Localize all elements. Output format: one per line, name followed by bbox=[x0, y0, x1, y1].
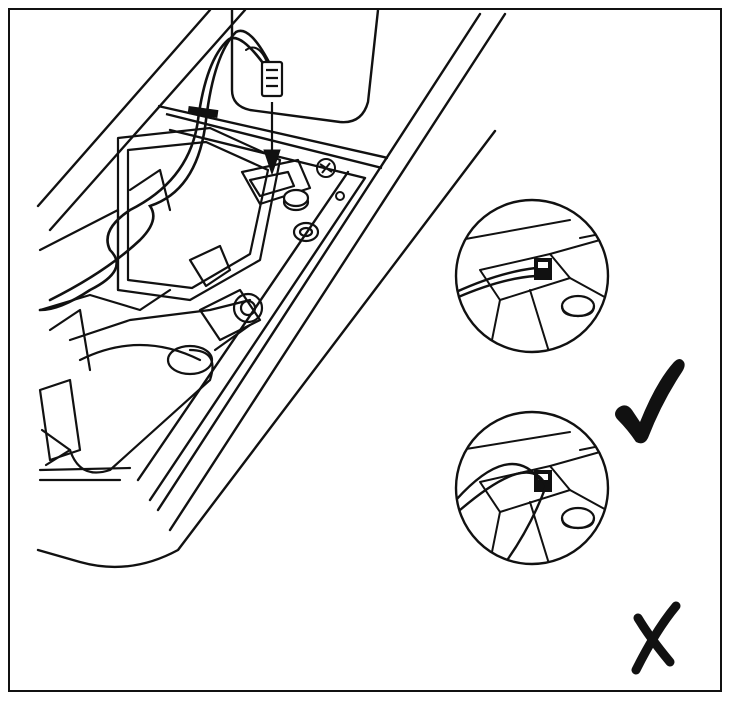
installation-illustration bbox=[36, 10, 685, 675]
check-mark-icon bbox=[615, 359, 685, 444]
correct-routing-detail bbox=[454, 198, 610, 354]
incorrect-routing-detail bbox=[454, 410, 610, 566]
instruction-illustration-frame bbox=[8, 8, 722, 692]
screw-icon bbox=[316, 158, 345, 201]
connector-socket bbox=[240, 158, 320, 243]
cable-tie bbox=[187, 105, 219, 119]
cross-mark-icon bbox=[631, 601, 681, 675]
battery-cavity bbox=[38, 126, 282, 482]
device-housing bbox=[36, 10, 507, 569]
cable-plug bbox=[260, 60, 284, 98]
insert-arrow-icon bbox=[263, 102, 281, 176]
